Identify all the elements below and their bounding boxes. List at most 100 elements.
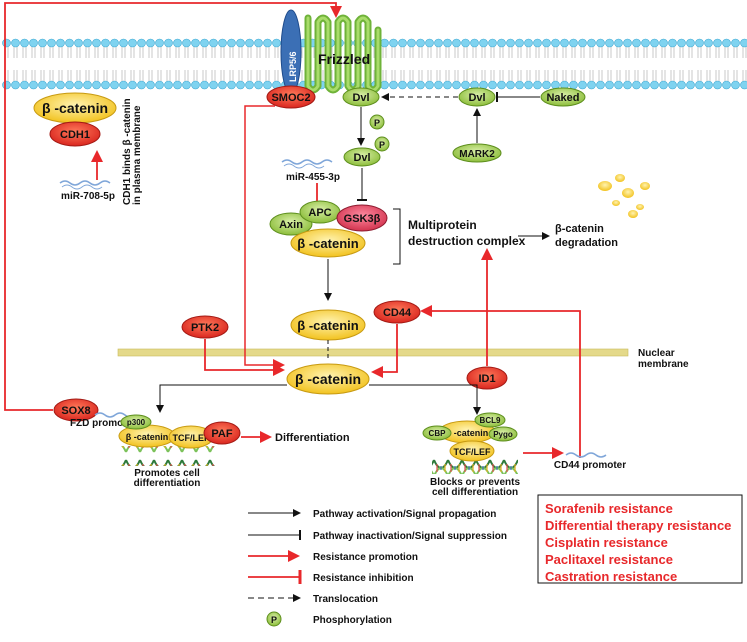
- lrp-label: LRP5/6: [288, 51, 298, 82]
- legend: Pathway activation/Signal propagation Pa…: [248, 509, 507, 627]
- promotes-line2: differentiation: [134, 478, 201, 489]
- cd44-promoter-node: CD44 promoter: [554, 452, 626, 471]
- destruction-line2: destruction complex: [408, 234, 526, 248]
- destruction-complex: Axin APC GSK3β β -catenin: [269, 200, 388, 258]
- destruction-line1: Multiprotein: [408, 218, 477, 232]
- beta-catenin-right-label: β -catenin: [446, 428, 489, 438]
- resistance-item: Paclitaxel resistance: [545, 552, 673, 567]
- mir-455-label: miR-455-3p: [286, 172, 340, 183]
- pygo-label: Pygo: [493, 430, 513, 439]
- dvl-3-label: Dvl: [353, 152, 370, 164]
- cd44-promoter-label: CD44 promoter: [554, 460, 626, 471]
- phospho-p-2-label: P: [379, 140, 385, 150]
- pygo-node: [488, 426, 518, 442]
- resistance-item: Differential therapy resistance: [545, 518, 731, 533]
- legend-text: Pathway activation/Signal propagation: [313, 509, 496, 520]
- left-transcription-complex: β -catenin p300 TCF/LEF PAF: [118, 414, 241, 466]
- lrp-receptor: LRP5/6: [280, 9, 302, 95]
- nuclear-membrane-line2: membrane: [638, 359, 689, 370]
- nuclear-membrane-line1: Nuclear: [638, 348, 675, 359]
- beta-catenin-nuc-label: β -catenin: [295, 371, 361, 387]
- blocks-line2: cell differentiation: [432, 487, 518, 498]
- right-transcription-complex: β -catenin CBP BCL9 Pygo TCF/LEF: [422, 412, 518, 474]
- resistance-item: Sorafenib resistance: [545, 501, 673, 516]
- dna-right: [432, 456, 518, 474]
- fzd-promoter-label: FZD promoter: [70, 418, 136, 429]
- cdh1-label: CDH1: [60, 129, 90, 141]
- cdh1-node: CDH1: [49, 121, 101, 147]
- sox8-label: SOX8: [61, 405, 90, 417]
- ptk2-node: PTK2: [181, 315, 229, 339]
- resistance-item: Castration resistance: [545, 569, 677, 584]
- id1-label: ID1: [478, 373, 495, 385]
- dna-left: [118, 446, 218, 466]
- axin-node: [269, 212, 313, 236]
- cbp-node: [422, 425, 452, 441]
- apc-label: APC: [308, 207, 331, 219]
- ptk2-label: PTK2: [191, 322, 219, 334]
- p300-node: [120, 414, 152, 430]
- promotes-line1: Promotes cell: [134, 468, 200, 479]
- cd44-node: CD44: [373, 300, 421, 324]
- beta-catenin-complex-label: β -catenin: [297, 236, 358, 251]
- beta-catenin-left-label: β -catenin: [126, 432, 169, 442]
- mir-708-label: miR-708-5p: [61, 191, 115, 202]
- smoc2-to-beta-arrow: [244, 105, 285, 371]
- degradation-fragments: [598, 174, 650, 218]
- ptk2-to-beta-arrow: [204, 339, 285, 376]
- dvl-2-label: Dvl: [468, 92, 485, 104]
- beta-to-right-complex-arrow: [369, 384, 481, 415]
- frizzled-receptor: Frizzled: [304, 14, 382, 94]
- resistance-item: Cisplatin resistance: [545, 535, 668, 550]
- legend-phospho-circle: [266, 611, 282, 627]
- paf-node: [203, 421, 241, 445]
- smoc2-label: SMOC2: [271, 92, 310, 104]
- degradation-line1: β-catenin: [555, 223, 604, 235]
- mark2-node: MARK2: [452, 143, 502, 163]
- tcf-lef-right-label: TCF/LEF: [454, 447, 491, 457]
- naked-label: Naked: [546, 92, 579, 104]
- differentiation-label: Differentiation: [275, 432, 350, 444]
- legend-text: Phosphorylation: [313, 615, 392, 626]
- cd44-promoter-to-cd44-arrow: [420, 305, 581, 458]
- legend-text: Resistance inhibition: [313, 573, 414, 584]
- blocks-line1: Blocks or prevents: [430, 477, 520, 488]
- axin-label: Axin: [279, 219, 303, 231]
- naked-node: Naked: [540, 87, 586, 107]
- p300-label: p300: [127, 418, 146, 427]
- bcl9-label: BCL9: [480, 416, 501, 425]
- dvl-node-1: Dvl: [342, 87, 380, 107]
- cd44-label: CD44: [383, 307, 412, 319]
- cdh1-binds-line1: CDH1 binds β -catenin: [122, 98, 133, 205]
- sox8-to-frizzled-arrow: [4, 2, 342, 411]
- gsk3b-label: GSK3β: [344, 213, 381, 225]
- legend-text: Translocation: [313, 594, 378, 605]
- cbp-label: CBP: [429, 429, 447, 438]
- tcf-lef-left-label: TCF/LEF: [173, 433, 210, 443]
- mir-708-node: miR-708-5p: [59, 180, 115, 202]
- cdh1-binds-line2: in plasma membrane: [132, 105, 143, 205]
- legend-phospho-p-label: P: [271, 615, 277, 625]
- smoc2-node: SMOC2: [266, 85, 316, 109]
- tcf-lef-right-node: [449, 440, 495, 462]
- mark2-label: MARK2: [459, 149, 495, 160]
- frizzled-label: Frizzled: [318, 51, 370, 67]
- beta-catenin-nuc-node: β -catenin: [286, 363, 370, 395]
- cdh1-binds-annotation: CDH1 binds β -catenin in plasma membrane: [122, 98, 143, 205]
- nuclear-membrane: Nuclear membrane: [117, 348, 689, 370]
- mir-455-node: miR-455-3p: [281, 159, 340, 183]
- phospho-p-2: P: [374, 136, 390, 152]
- dvl-node-3: Dvl: [343, 147, 381, 167]
- legend-text: Resistance promotion: [313, 552, 418, 563]
- sox8-node: SOX8: [53, 398, 99, 422]
- beta-catenin-cyto-node: β -catenin: [290, 309, 366, 341]
- paf-label: PAF: [211, 428, 232, 440]
- beta-catenin-top-label: β -catenin: [42, 100, 108, 116]
- beta-to-left-complex-arrow: [156, 384, 287, 413]
- beta-catenin-cyto-label: β -catenin: [297, 318, 358, 333]
- id1-node: ID1: [466, 366, 508, 390]
- bcl9-node: [474, 412, 506, 428]
- degradation-line2: degradation: [555, 237, 618, 249]
- phospho-p-1: P: [369, 114, 385, 130]
